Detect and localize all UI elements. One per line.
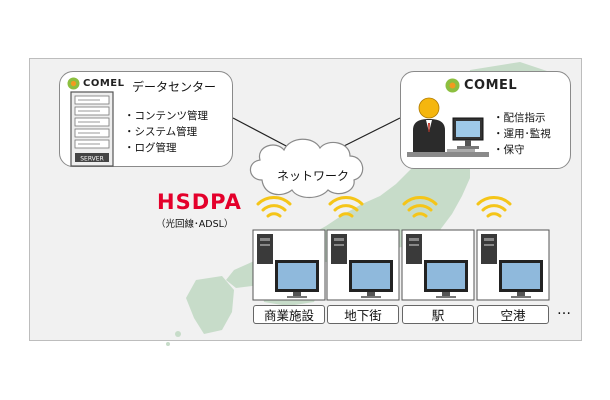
location-label: 地下街	[327, 305, 399, 324]
datacenter-brand: COMEL	[83, 78, 125, 89]
datacenter-item: コンテンツ管理	[124, 108, 209, 124]
network-cloud	[249, 138, 364, 199]
signal-icon-1	[256, 196, 292, 218]
operator-item: 運用･監視	[493, 126, 551, 142]
datacenter-item: システム管理	[124, 124, 208, 140]
wire-operator-cloud	[339, 117, 401, 149]
operator-logo: COMEL	[445, 78, 517, 93]
datacenter-panel: COMEL データセンター SERVER コンテンツ管理 システム管理 ログ管理	[59, 71, 233, 167]
map-kyushu	[186, 276, 234, 334]
hsdpa-title: HSDPA	[157, 190, 242, 214]
more-locations-ellipsis: …	[557, 302, 571, 318]
signal-icon-4	[476, 196, 512, 218]
operator-brand: COMEL	[464, 78, 518, 93]
terminal-group-1	[252, 229, 326, 301]
map-island-2	[175, 331, 181, 337]
server-label: SERVER	[80, 156, 104, 163]
terminal-group-2	[326, 229, 400, 301]
datacenter-logo: COMEL	[67, 77, 125, 90]
location-label: 商業施設	[253, 305, 325, 324]
operator-item: 保守	[493, 142, 551, 158]
operator-person-icon	[407, 97, 489, 157]
terminal-group-4	[476, 229, 550, 301]
operator-item: 配信指示	[493, 110, 551, 126]
comel-logo-icon	[445, 78, 460, 93]
location-label: 空港	[477, 305, 549, 324]
datacenter-item: ログ管理	[124, 140, 208, 156]
wire-datacenter-cloud	[232, 117, 291, 149]
operator-panel: COMEL 配信指示 運用･監視 保守	[400, 71, 571, 169]
signal-icon-2	[328, 196, 364, 218]
network-label: ネットワーク	[277, 169, 350, 183]
signal-icon-3	[402, 196, 438, 218]
signal-icons	[256, 196, 512, 218]
datacenter-functions: コンテンツ管理 システム管理 ログ管理	[124, 108, 209, 156]
location-label: 駅	[402, 305, 474, 324]
server-icon: SERVER	[70, 91, 114, 167]
operator-functions: 配信指示 運用･監視 保守	[493, 110, 551, 158]
terminal-group-3	[401, 229, 475, 301]
hsdpa-subtitle: （光回線･ADSL）	[156, 219, 234, 230]
map-island-3	[166, 342, 170, 346]
comel-logo-icon	[67, 77, 80, 90]
datacenter-heading: データセンター	[132, 80, 217, 94]
